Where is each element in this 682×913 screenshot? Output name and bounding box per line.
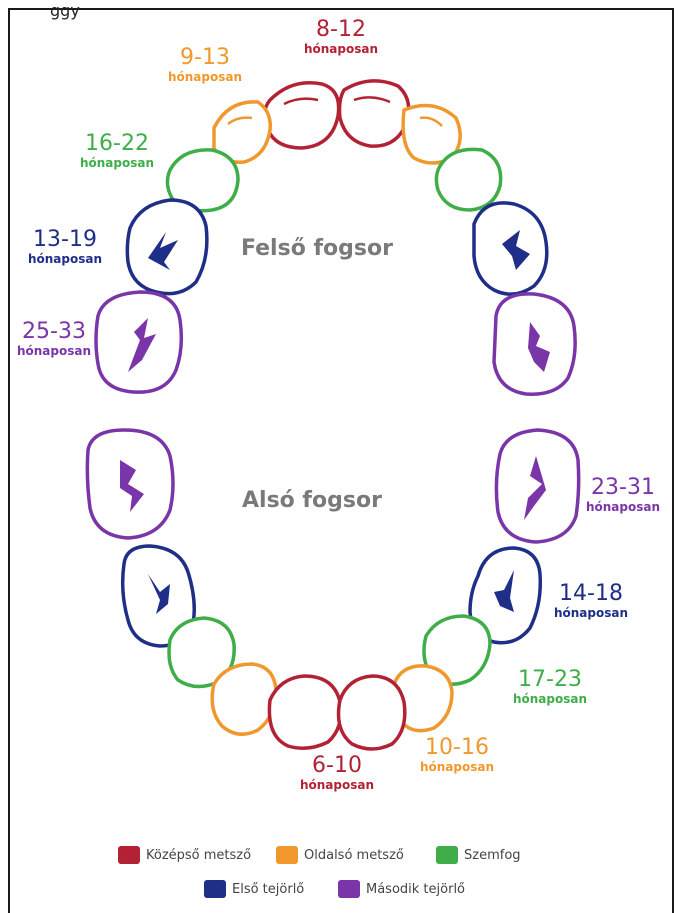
unit-lower-second-molar: hónaposan <box>585 500 661 514</box>
label-upper-central: 8-12 hónaposan <box>296 17 386 57</box>
legend-swatch <box>338 880 360 898</box>
label-lower-first-molar: 14-18 hónaposan <box>546 581 636 621</box>
legend-swatch <box>118 846 140 864</box>
range-upper-central: 8-12 <box>316 17 366 42</box>
unit-lower-lateral: hónaposan <box>419 760 495 774</box>
label-upper-canine: 16-22 hónaposan <box>72 131 162 171</box>
legend-label: Második tejörlő <box>366 881 466 897</box>
unit-lower-first-molar: hónaposan <box>553 606 629 620</box>
legend-swatch <box>436 846 458 864</box>
upper-central-incisor-left <box>262 81 341 150</box>
lower-central-incisor-left <box>267 674 343 750</box>
lower-arch-title: Alsó fogsor <box>242 488 382 513</box>
legend-label: Szemfog <box>464 847 521 863</box>
label-lower-central: 6-10 hónaposan <box>292 753 382 793</box>
range-upper-second-molar: 25-33 <box>22 319 86 344</box>
label-upper-first-molar: 13-19 hónaposan <box>20 227 110 267</box>
diagram-frame: ggy <box>8 1 674 913</box>
lower-second-molar-right <box>494 428 581 544</box>
upper-arch-title: Felső fogsor <box>241 236 393 261</box>
lower-lateral-incisor-left <box>210 662 278 736</box>
range-lower-second-molar: 23-31 <box>591 475 655 500</box>
legend-item-kozepso-metszo: Középső metsző <box>118 846 251 864</box>
legend-item-szemfog: Szemfog <box>436 846 521 864</box>
range-lower-central: 6-10 <box>312 753 362 778</box>
upper-canine-left <box>165 148 240 213</box>
label-lower-second-molar: 23-31 hónaposan <box>578 475 668 515</box>
unit-upper-first-molar: hónaposan <box>27 252 103 266</box>
lower-central-incisor-right <box>336 674 407 751</box>
unit-upper-second-molar: hónaposan <box>16 344 92 358</box>
cropped-heading-fragment: ggy <box>50 1 80 20</box>
unit-upper-lateral: hónaposan <box>167 70 243 84</box>
label-upper-second-molar: 25-33 hónaposan <box>12 319 96 359</box>
range-upper-lateral: 9-13 <box>180 45 230 70</box>
unit-upper-canine: hónaposan <box>79 156 155 170</box>
legend-item-elso-tejorlo: Első tejörlő <box>204 880 304 898</box>
range-upper-canine: 16-22 <box>85 131 149 156</box>
legend-swatch <box>204 880 226 898</box>
legend-label: Oldalsó metsző <box>304 847 404 863</box>
lower-second-molar-left <box>85 428 175 540</box>
upper-central-incisor-right <box>337 79 411 148</box>
legend-item-masodik-tejorlo: Második tejörlő <box>338 880 465 898</box>
label-upper-lateral: 9-13 hónaposan <box>160 45 250 85</box>
label-lower-lateral: 10-16 hónaposan <box>412 735 502 775</box>
range-lower-canine: 17-23 <box>518 667 582 692</box>
legend-label: Középső metsző <box>146 847 252 863</box>
unit-lower-central: hónaposan <box>299 778 375 792</box>
legend-swatch <box>276 846 298 864</box>
upper-canine-right <box>434 147 503 212</box>
legend-label: Első tejörlő <box>232 881 305 897</box>
upper-second-molar-left <box>94 290 184 394</box>
unit-upper-central: hónaposan <box>303 42 379 56</box>
range-lower-first-molar: 14-18 <box>559 581 623 606</box>
label-lower-canine: 17-23 hónaposan <box>505 667 595 707</box>
legend-item-oldalso-metszo: Oldalsó metsző <box>276 846 404 864</box>
range-upper-first-molar: 13-19 <box>33 227 97 252</box>
range-lower-lateral: 10-16 <box>425 735 489 760</box>
unit-lower-canine: hónaposan <box>512 692 588 706</box>
